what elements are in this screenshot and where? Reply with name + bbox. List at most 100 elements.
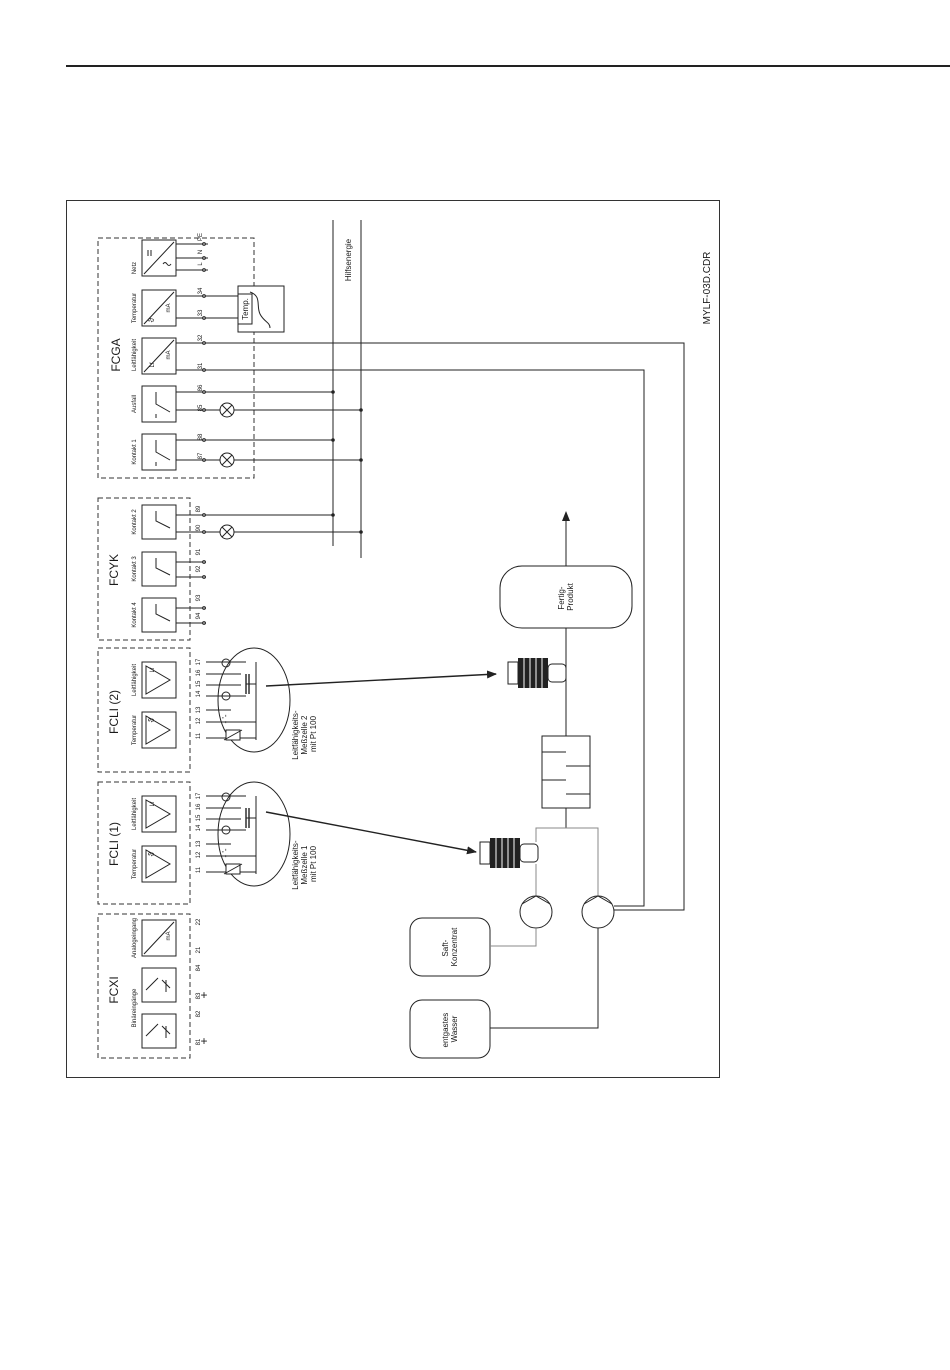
terminal-label: 85 xyxy=(198,404,204,411)
lf-symbol: Lf xyxy=(150,801,156,806)
terminal-label: 82 xyxy=(196,1010,202,1017)
product-tank: Fertig- Produkt xyxy=(499,565,633,629)
concentrate-tank: Saft- Konzentrat xyxy=(409,917,491,977)
fcli2-title: FCLI (2) xyxy=(107,690,121,734)
product-label: Fertig- Produkt xyxy=(557,582,575,610)
figure-id: MYLF-03D.CDR xyxy=(702,252,713,325)
fcyk-kontakt2-channel: Kontakt 2 xyxy=(132,504,177,540)
fcli1-channel-label: Temperatur xyxy=(132,849,138,879)
saft-label: Saft- Konzentrat xyxy=(441,927,459,966)
plus-sign: + xyxy=(200,1034,207,1048)
terminal-label: 13 xyxy=(196,706,202,713)
terminal-label: 33 xyxy=(198,309,204,316)
fcga-channel-label: Temperatur xyxy=(132,293,138,323)
terminal-label: 11 xyxy=(196,866,202,873)
fcli2-temperature-channel: ϑ Temperatur xyxy=(132,711,177,749)
saft-line: Saft- xyxy=(441,939,450,956)
terminal-label: 15 xyxy=(196,680,202,687)
cell2-line: mit Pt 100 xyxy=(309,715,318,752)
terminal-label: 12 xyxy=(196,717,202,724)
signal-arrow-cell2 xyxy=(265,670,497,687)
terminal-label: 34 xyxy=(198,287,204,294)
fcga-channel-label: Netz xyxy=(132,262,138,274)
terminal-label: 93 xyxy=(196,594,202,601)
fcyk-terminals: 89 90 91 92 93 94 xyxy=(196,505,202,619)
fcli2-terminals: 17 16 15 14 13 12 11 xyxy=(196,658,202,739)
fcli1-conductivity-channel: Lf Leitfähigkeit xyxy=(132,795,177,833)
saft-line: Konzentrat xyxy=(450,927,459,966)
lf-symbol: Lf xyxy=(150,362,156,367)
process-diagram: MYLF-03D.CDR FCGA Netz mA ϑ Temperatur m… xyxy=(97,220,713,1059)
cell2-label: Leitfähigkeits- Meßzelle 2 mit Pt 100 xyxy=(291,708,318,760)
fcli2-conductivity-channel: Lf Leitfähigkeit xyxy=(132,661,177,699)
main-pipe xyxy=(535,628,599,896)
theta-symbol: ϑ xyxy=(147,851,156,856)
module-fcyk: FCYK Kontakt 2 Kontakt 3 Kontakt 4 89 90… xyxy=(97,497,206,641)
module-fcga: FCGA Netz mA ϑ Temperatur mA Lf Leitfähi… xyxy=(97,233,255,479)
fcli2-channel-label: Temperatur xyxy=(132,715,138,745)
signal-arrow-cell1 xyxy=(265,811,477,855)
fcxi-channel-label: Analogeingang xyxy=(132,918,138,958)
cell2-line: Leitfähigkeits- xyxy=(291,710,300,760)
terminal-label: 11 xyxy=(196,732,202,739)
module-fcli2: FCLI (2) Lf Leitfähigkeit ϑ Temperatur 1… xyxy=(97,647,318,773)
fcli1-cable: - '- xyxy=(206,781,291,887)
fcyk-kontakt3-channel: Kontakt 3 xyxy=(132,551,177,587)
terminal-label: 91 xyxy=(196,548,202,555)
fcyk-channel-label: Kontakt 4 xyxy=(132,602,138,628)
fcyk-title: FCYK xyxy=(107,554,121,586)
product-line: Fertig- xyxy=(557,586,566,609)
fcxi-ma-label: mA xyxy=(166,932,172,941)
terminal-label: 12 xyxy=(196,851,202,858)
wasser-line: Wasser xyxy=(450,1015,459,1042)
terminal-label: L xyxy=(198,262,204,266)
fcga-terminals: PE N L 34 33 32 31 86 85 88 87 xyxy=(198,233,204,459)
temp-sensor-label: Temp. xyxy=(241,298,250,320)
fcli1-temperature-channel: ϑ Temperatur xyxy=(132,845,177,883)
plus-sign: + xyxy=(200,988,207,1002)
terminal-label: 32 xyxy=(198,334,204,341)
theta-symbol: ϑ xyxy=(147,717,156,722)
terminal-label: 22 xyxy=(196,918,202,925)
terminal-label: 21 xyxy=(196,946,202,953)
pump-water xyxy=(581,895,615,929)
terminal-label: 17 xyxy=(196,658,202,665)
polarity-mark: - '- xyxy=(221,714,230,723)
terminal-label: 81 xyxy=(196,1038,202,1045)
terminal-label: 14 xyxy=(196,824,202,831)
fcxi-channel-label: Binäreingänge xyxy=(132,988,138,1027)
fcga-temperature-channel: mA ϑ Temperatur xyxy=(132,289,177,327)
fcli2-channel-label: Leitfähigkeit xyxy=(132,664,138,696)
fcyk-channel-label: Kontakt 3 xyxy=(132,556,138,582)
page-top-rule xyxy=(66,65,950,67)
fcli1-terminals: 17 16 15 14 13 12 11 xyxy=(196,792,202,873)
water-pipe xyxy=(490,928,599,1029)
fcli1-title: FCLI (1) xyxy=(107,822,121,866)
terminal-label: 92 xyxy=(196,565,202,572)
cell1-line: Leitfähigkeits- xyxy=(291,840,300,890)
hilfsenergie-label: Hilfsenergie xyxy=(344,238,353,281)
pump-concentrate xyxy=(519,895,553,929)
module-fcxi: FCXI mA Analogeingang Binäreingänge 22 2… xyxy=(97,913,208,1059)
fcxi-title: FCXI xyxy=(107,976,121,1003)
fcli2-cable: - '- xyxy=(206,647,291,753)
static-mixer xyxy=(541,735,591,809)
fcyk-kontakt4-channel: Kontakt 4 xyxy=(132,597,177,633)
fcxi-terminals: 22 21 84 83 82 81 xyxy=(196,918,202,1045)
terminal-label: 13 xyxy=(196,840,202,847)
cell2-line: Meßzelle 2 xyxy=(300,715,309,755)
cell1-line: mit Pt 100 xyxy=(309,845,318,882)
terminal-label: 14 xyxy=(196,690,202,697)
conductivity-cell-2 xyxy=(507,658,567,688)
fcga-title: FCGA xyxy=(109,338,123,371)
theta-symbol: ϑ xyxy=(147,317,156,322)
terminal-label: 15 xyxy=(196,814,202,821)
cell1-label: Leitfähigkeits- Meßzelle 1 mit Pt 100 xyxy=(291,838,318,890)
terminal-label: 87 xyxy=(198,452,204,459)
terminal-label: 86 xyxy=(198,384,204,391)
figure-frame xyxy=(66,200,720,1078)
concentrate-pipe xyxy=(490,928,537,947)
terminal-label: 89 xyxy=(196,505,202,512)
fcga-kontakt1-channel: Kontakt 1 xyxy=(132,433,177,471)
module-fcli1: FCLI (1) Lf Leitfähigkeit ϑ Temperatur 1… xyxy=(97,781,318,905)
